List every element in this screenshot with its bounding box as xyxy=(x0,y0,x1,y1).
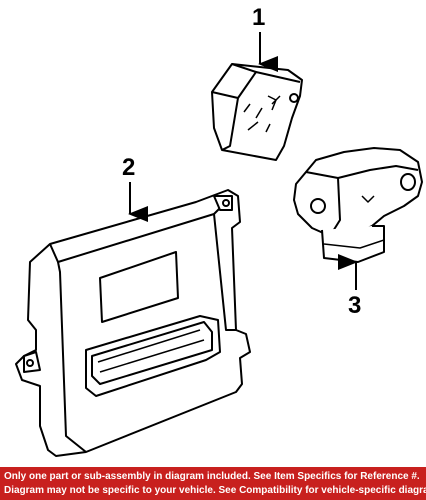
disclaimer-line-1: Only one part or sub-assembly in diagram… xyxy=(4,471,420,482)
part-2-control-module xyxy=(15,189,251,457)
callout-number-3: 3 xyxy=(348,292,362,319)
callout-number-2: 2 xyxy=(122,154,136,181)
callout-number-1: 1 xyxy=(252,4,266,31)
disclaimer-line-2: Diagram may not be specific to your vehi… xyxy=(4,485,426,496)
part-1-relay xyxy=(211,63,303,161)
disclaimer-banner: Only one part or sub-assembly in diagram… xyxy=(0,467,426,500)
part-3-sensor-module xyxy=(293,147,423,263)
